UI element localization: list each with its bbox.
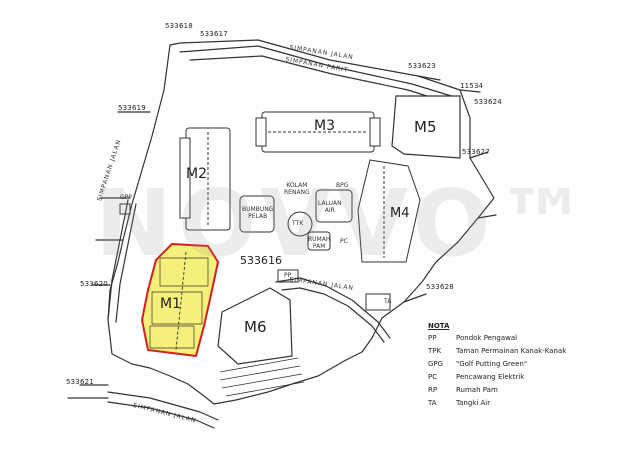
label-bpg: BPG	[336, 182, 349, 189]
label-gpp: GPP	[120, 194, 132, 201]
legend-row: TA Tangki Air	[428, 399, 628, 407]
legend-row: RP Rumah Pam	[428, 386, 628, 394]
label-rumah-pam: RUMAH PAM	[308, 236, 331, 250]
lot-533620: 533620	[80, 280, 108, 288]
legend-code: TPK	[428, 347, 442, 355]
lot-533627: 533627	[462, 148, 490, 156]
block-m6	[217, 287, 293, 365]
legend-desc: Pencawang Elektrik	[456, 373, 525, 381]
legend-code: RP	[428, 386, 438, 394]
lot-533619: 533619	[118, 104, 146, 112]
watermark: NOVVO™	[95, 170, 595, 277]
lot-533621: 533621	[66, 378, 94, 386]
lot-533617: 533617	[200, 30, 228, 38]
lot-533618: 533618	[165, 22, 193, 30]
label-ttk: TTK	[292, 220, 304, 227]
legend-code: TA	[428, 399, 437, 407]
legend-desc: Tangki Air	[456, 399, 491, 407]
site-boundary	[107, 39, 495, 405]
legend-desc: Taman Permainan Kanak-Kanak	[456, 347, 567, 355]
parking-bays	[219, 357, 305, 397]
block-label-m5: M5	[414, 118, 437, 136]
legend-row: TPK Taman Permainan Kanak-Kanak	[428, 347, 628, 355]
playground-outline	[287, 211, 313, 237]
pool-outline	[239, 195, 275, 233]
block-m4	[357, 159, 421, 263]
label-pc: PC	[340, 238, 348, 245]
lot-533628: 533628	[426, 283, 454, 291]
lot-533616-label: 533616	[240, 254, 282, 267]
block-m2	[179, 127, 231, 231]
lot-533623: 533623	[408, 62, 436, 70]
legend-row: PP Pondok Pengawal	[428, 334, 628, 342]
legend-row: PC Pencawang Elektrik	[428, 373, 628, 381]
label-ta: TA	[384, 298, 392, 305]
legend-desc: Pondok Pengawal	[456, 334, 518, 342]
block-m3	[255, 111, 381, 153]
legend-row: GPG "Golf Putting Green"	[428, 360, 628, 368]
lot-533624: 533624	[474, 98, 502, 106]
label-laluan-air: LALUAN AIR	[318, 200, 342, 214]
legend-title: NOTA	[428, 322, 450, 330]
label-kolam: KOLAM RENANG	[284, 182, 310, 196]
label-bumbung: BUMBUNG PELAB	[242, 206, 274, 220]
label-pp: PP	[284, 272, 292, 279]
block-label-m2: M2	[186, 166, 207, 182]
legend: NOTA PP Pondok Pengawal TPK Taman Permai…	[428, 322, 628, 412]
legend-desc: Rumah Pam	[456, 386, 498, 394]
legend-code: PP	[428, 334, 437, 342]
legend-desc: "Golf Putting Green"	[456, 360, 528, 368]
block-label-m3: M3	[314, 118, 335, 134]
legend-code: PC	[428, 373, 438, 381]
legend-code: GPG	[428, 360, 444, 368]
lot-11534: 11534	[460, 82, 484, 90]
block-label-m6: M6	[244, 318, 267, 336]
block-m1-highlight	[141, 243, 219, 357]
block-label-m1: M1	[160, 296, 181, 312]
block-m5	[391, 95, 461, 159]
block-label-m4: M4	[390, 206, 410, 221]
